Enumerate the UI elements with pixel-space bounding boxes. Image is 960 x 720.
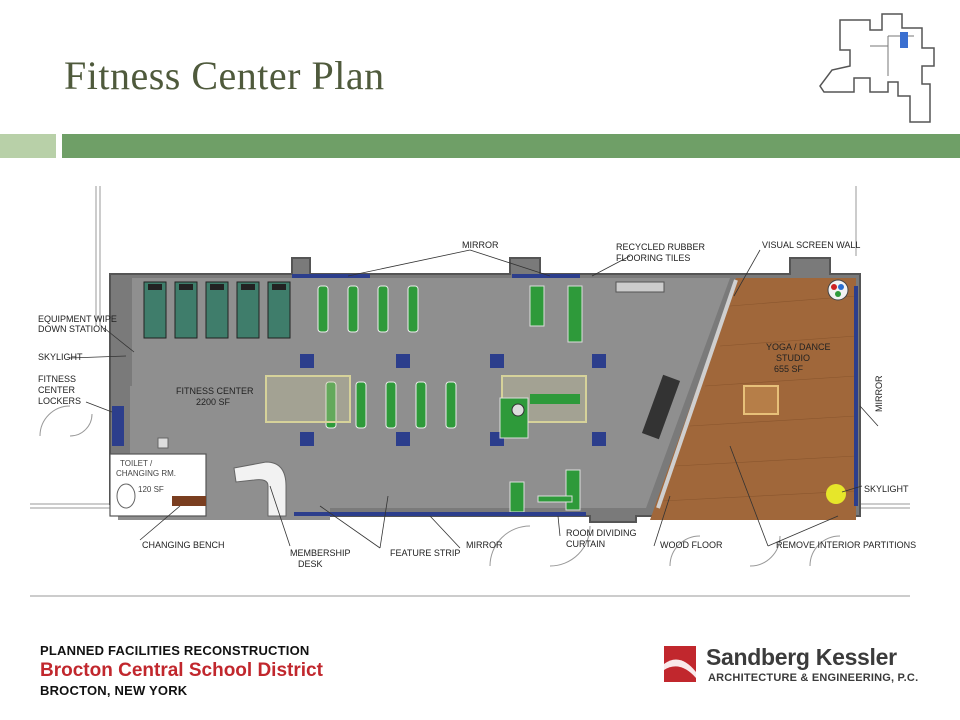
label-wood-floor: WOOD FLOOR: [660, 540, 723, 550]
accent-bar-left: [0, 134, 56, 158]
treadmills: [143, 281, 291, 339]
slide-title: Fitness Center Plan: [64, 53, 385, 98]
visual-screen-wall: [656, 279, 738, 509]
label-mirror-top: MIRROR: [462, 240, 499, 250]
label-changing-bench: CHANGING BENCH: [142, 540, 225, 550]
label-toilet-area: 120 SF: [138, 485, 164, 494]
footer-project: PLANNED FACILITIES RECONSTRUCTION: [40, 643, 310, 658]
label-mirror-right: MIRROR: [874, 375, 884, 412]
dumbbell-rack: [615, 281, 665, 293]
firm-logo-icon: [664, 646, 696, 682]
label-visual-screen-wall: VISUAL SCREEN WALL: [762, 240, 860, 250]
floor-markers: [300, 354, 606, 446]
label-studio: STUDIO: [776, 353, 810, 363]
label-membership: MEMBERSHIP: [290, 548, 351, 558]
label-toilet: TOILET /: [120, 459, 153, 468]
label-recycled-rubber: RECYCLED RUBBER: [616, 242, 706, 252]
label-lockers: LOCKERS: [38, 396, 81, 406]
label-desk: DESK: [298, 559, 323, 569]
label-remove-partitions: REMOVE INTERIOR PARTITIONS: [776, 540, 916, 550]
footer-district: Brocton Central School District: [40, 660, 323, 681]
changing-bench: [172, 496, 206, 506]
firm-subtitle: ARCHITECTURE & ENGINEERING, P.C.: [708, 672, 919, 684]
accent-bar-right: [62, 134, 960, 158]
label-mirror-bottom: MIRROR: [466, 540, 503, 550]
label-center: CENTER: [38, 385, 76, 395]
label-flooring-tiles: FLOORING TILES: [616, 253, 690, 263]
label-curtain: CURTAIN: [566, 539, 605, 549]
label-fitness-center: FITNESS CENTER: [176, 386, 254, 396]
tv-screen: [641, 374, 681, 440]
weight-machine: [499, 394, 580, 439]
label-fitness: FITNESS: [38, 374, 76, 384]
label-yoga-dance: YOGA / DANCE: [766, 342, 831, 352]
label-skylight-right: SKYLIGHT: [864, 484, 909, 494]
floor-plan: MIRROR RECYCLED RUBBER FLOORING TILES VI…: [30, 186, 916, 597]
key-map: [819, 13, 935, 123]
footer-location: BROCTON, NEW YORK: [40, 683, 188, 698]
yoga-studio-floor: [650, 278, 856, 520]
firm-name: Sandberg Kessler: [706, 644, 897, 670]
label-changing-rm: CHANGING RM.: [116, 469, 176, 478]
keymap-highlight: [900, 32, 908, 48]
lockers: [112, 406, 124, 446]
skylight-area: [743, 385, 779, 415]
membership-desk: [233, 461, 287, 517]
label-studio-area: 655 SF: [774, 364, 804, 374]
label-skylight-left: SKYLIGHT: [38, 352, 83, 362]
label-feature-strip: FEATURE STRIP: [390, 548, 460, 558]
yoga-ball: [826, 484, 846, 504]
strength-equipment: [509, 285, 583, 513]
label-equipment-wipe: EQUIPMENT WIPE: [38, 314, 117, 324]
label-down-station: DOWN STATION: [38, 324, 107, 334]
mirrors: [292, 274, 858, 516]
skylight-area: [265, 375, 351, 423]
label-room-dividing: ROOM DIVIDING: [566, 528, 637, 538]
exercise-bikes: [317, 285, 457, 429]
label-fitness-area: 2200 SF: [196, 397, 231, 407]
